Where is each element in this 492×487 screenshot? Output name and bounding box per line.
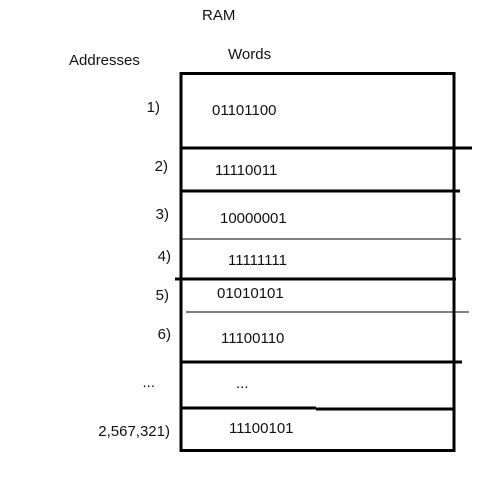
words-header: Words (228, 46, 272, 63)
memory-word: 11100110 (221, 330, 285, 347)
address-label: 3) (155, 206, 169, 223)
ram-title: RAM (202, 7, 236, 24)
addresses-header: Addresses (69, 52, 140, 69)
address-label: ... (142, 374, 155, 391)
memory-word: 01010101 (217, 285, 284, 302)
memory-word: 11110011 (215, 162, 278, 179)
address-label: 2,567,321) (98, 423, 170, 440)
address-label: 5) (155, 287, 169, 304)
address-label: 1) (146, 99, 160, 116)
address-label: 2) (154, 158, 168, 175)
memory-word: 01101100 (212, 102, 277, 119)
memory-word: 11100101 (229, 420, 294, 437)
memory-word: 11111111 (228, 252, 287, 269)
memory-word: 10000001 (220, 210, 287, 227)
memory-word: ... (236, 375, 249, 392)
address-label: 4) (157, 248, 171, 265)
address-label: 6) (157, 326, 171, 343)
memory-outline (179, 72, 456, 452)
